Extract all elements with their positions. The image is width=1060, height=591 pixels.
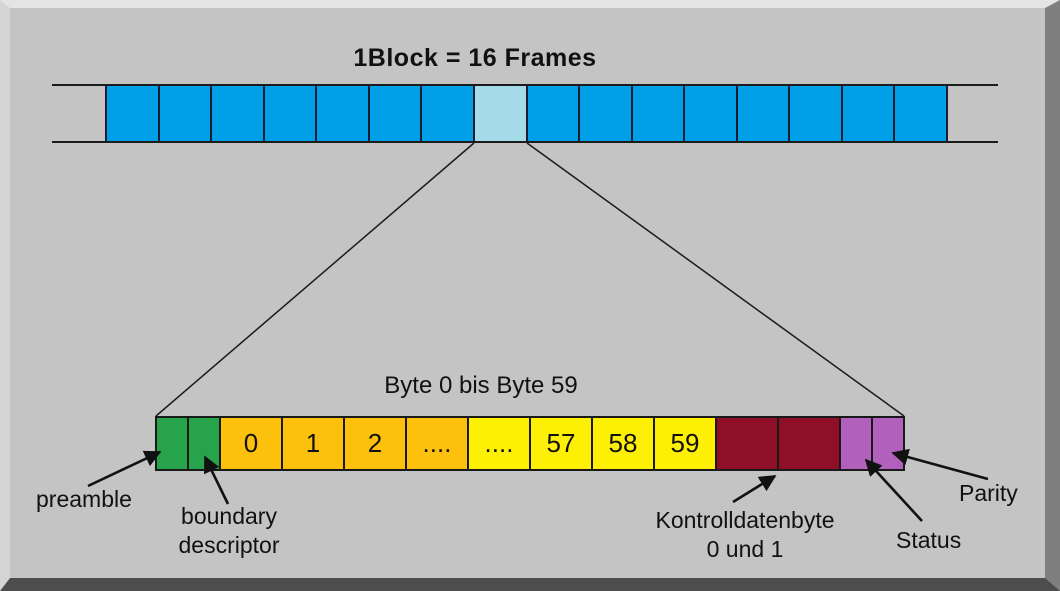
frame-cell bbox=[630, 86, 684, 141]
frame-cell bbox=[157, 86, 211, 141]
kontrolldatenbyte-arrow-icon bbox=[732, 474, 777, 504]
frame-cell bbox=[367, 86, 421, 141]
frame-cell bbox=[578, 86, 631, 141]
parity-cell bbox=[871, 418, 903, 469]
preamble-arrow-icon bbox=[87, 450, 162, 488]
frame-cell bbox=[525, 86, 579, 141]
control-byte-1-cell bbox=[777, 418, 839, 469]
frame-cell bbox=[262, 86, 316, 141]
frame-cell bbox=[315, 86, 368, 141]
boundary-descriptor-label-line1: boundary bbox=[181, 503, 277, 529]
byte-0-cell: 0 bbox=[219, 418, 281, 469]
boundary-descriptor-label: boundary descriptor bbox=[148, 502, 310, 560]
frame-cell bbox=[840, 86, 894, 141]
frame-cell bbox=[735, 86, 789, 141]
kontrolldatenbyte-label: Kontrolldatenbyte 0 und 1 bbox=[620, 506, 870, 564]
frame-cell bbox=[210, 86, 263, 141]
boundary-descriptor-label-line2: descriptor bbox=[178, 531, 280, 558]
byte-range-caption: Byte 0 bis Byte 59 bbox=[384, 372, 578, 399]
diagram-title: 1Block = 16 Frames bbox=[353, 44, 597, 72]
byte-ellipsis-1-cell: .... bbox=[405, 418, 467, 469]
kontrolldatenbyte-label-line2: 0 und 1 bbox=[706, 535, 784, 562]
byte-59-cell: 59 bbox=[653, 418, 715, 469]
frame-cell bbox=[420, 86, 473, 141]
parity-arrow-icon bbox=[891, 448, 989, 481]
status-cell bbox=[839, 418, 871, 469]
byte-58-cell: 58 bbox=[591, 418, 653, 469]
frame-cell bbox=[105, 86, 158, 141]
kontrolldatenbyte-label-line1: Kontrolldatenbyte bbox=[655, 507, 835, 533]
block-of-16-frames bbox=[52, 84, 998, 143]
parity-label: Parity bbox=[959, 480, 1018, 506]
frame-cell bbox=[788, 86, 841, 141]
byte-ellipsis-2-cell: .... bbox=[467, 418, 529, 469]
preamble-cell bbox=[157, 418, 187, 469]
control-byte-0-cell bbox=[715, 418, 777, 469]
byte-2-cell: 2 bbox=[343, 418, 405, 469]
status-label: Status bbox=[896, 527, 962, 553]
byte-57-cell: 57 bbox=[529, 418, 591, 469]
boundary-descriptor-cell bbox=[187, 418, 219, 469]
byte-1-cell: 1 bbox=[281, 418, 343, 469]
frame-cells-container bbox=[105, 86, 948, 141]
frame-cell bbox=[893, 86, 948, 141]
frame-cell bbox=[683, 86, 736, 141]
highlighted-frame-cell bbox=[472, 86, 526, 141]
preamble-label: preamble bbox=[36, 486, 132, 512]
